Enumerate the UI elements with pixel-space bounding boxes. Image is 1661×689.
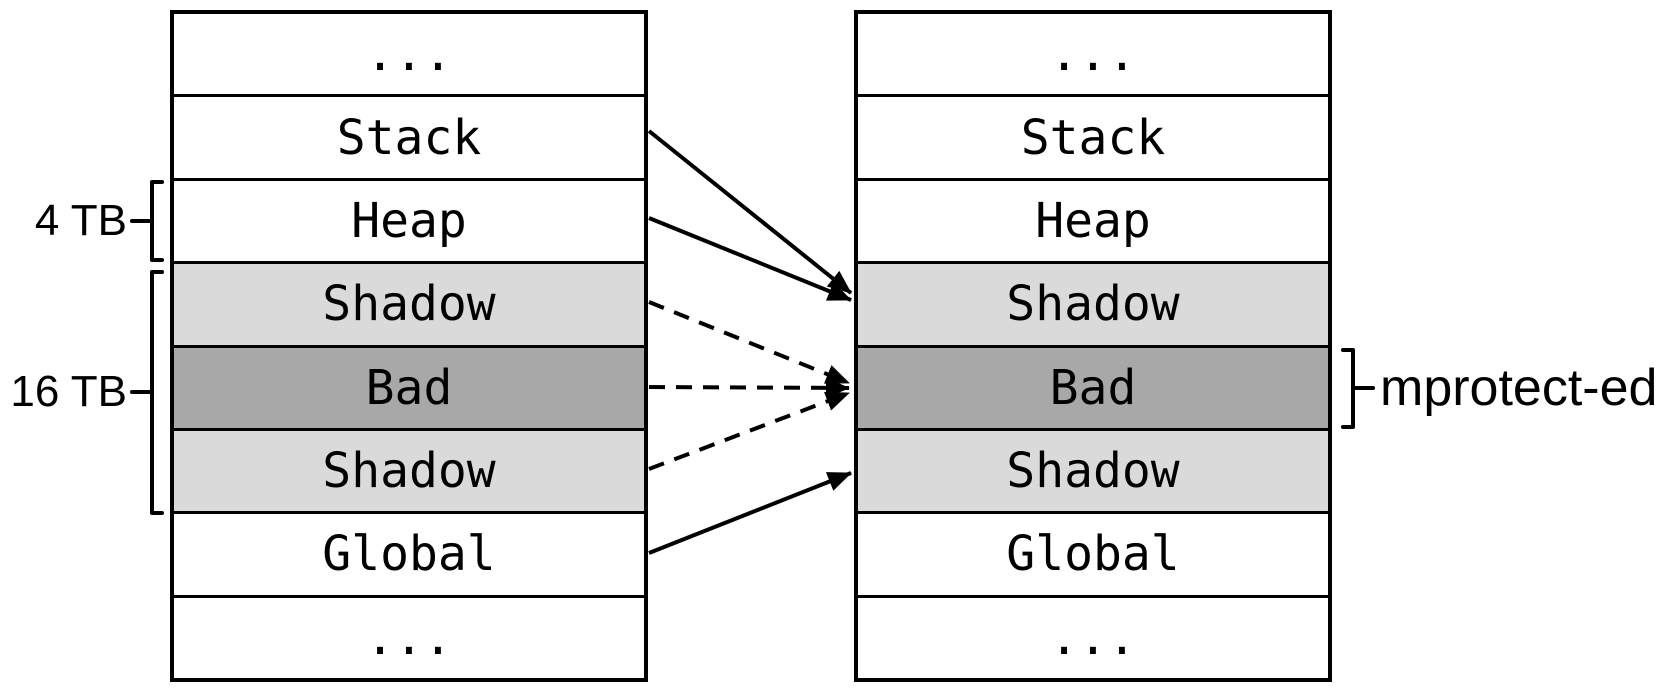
arrow-bad-to-bad <box>648 377 850 398</box>
region-ellipsis-bottom: ... <box>174 594 644 678</box>
arrow-stack-to-shadow <box>647 129 853 295</box>
region-global: Global <box>174 511 644 595</box>
region-bad: Bad <box>174 344 644 428</box>
region-shadow-top: Shadow <box>174 261 644 345</box>
region-ellipsis-top: ... <box>174 14 644 95</box>
arrow-shadowtop-to-bad <box>648 300 850 385</box>
mprotect-label: mprotect-ed <box>1380 359 1658 417</box>
region-ellipsis-bottom: ... <box>858 594 1328 678</box>
heap-size-label: 4 TB <box>34 196 127 245</box>
address-space-column-right: ... Stack Heap Shadow Bad Shadow Global … <box>854 10 1332 682</box>
region-stack: Stack <box>858 94 1328 178</box>
region-heap: Heap <box>858 177 1328 262</box>
bracket-mprotect <box>1341 348 1375 429</box>
arrow-shadowbottom-to-bad <box>648 391 850 471</box>
region-bad: Bad <box>858 344 1328 428</box>
region-heap: Heap <box>174 177 644 262</box>
region-global: Global <box>858 511 1328 595</box>
bracket-4tb <box>130 180 164 262</box>
address-space-column-left: ... Stack Heap Shadow Bad Shadow Global … <box>170 10 648 682</box>
region-stack: Stack <box>174 94 644 178</box>
region-shadow-top: Shadow <box>858 261 1328 345</box>
arrow-global-to-shadow <box>648 471 852 555</box>
arrow-heap-to-shadow <box>648 216 852 302</box>
region-ellipsis-top: ... <box>858 14 1328 95</box>
bracket-16tb <box>130 270 164 515</box>
shadow-size-label: 16 TB <box>10 367 127 416</box>
region-shadow-bottom: Shadow <box>174 427 644 512</box>
region-shadow-bottom: Shadow <box>858 427 1328 512</box>
